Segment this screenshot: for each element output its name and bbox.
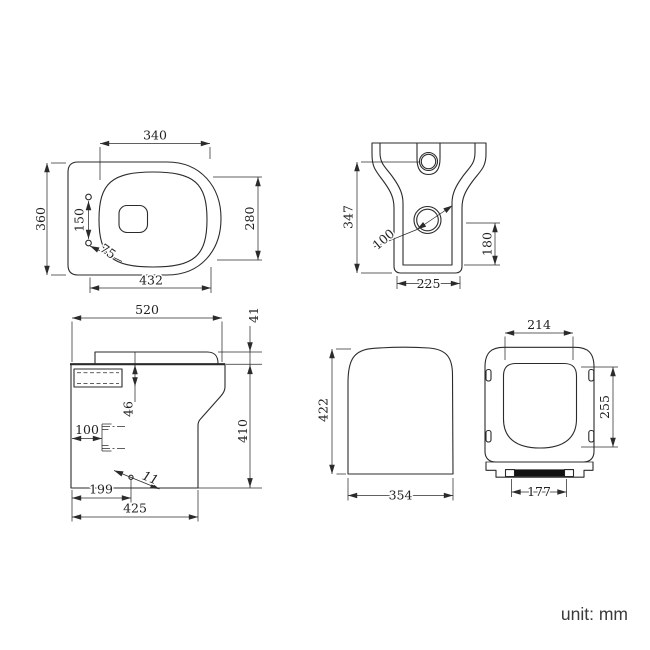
cistern-side-dimension-lines (329, 348, 454, 501)
dim-label-214: 214 (527, 317, 551, 332)
pan-top-view-dimension-lines (44, 140, 262, 293)
seat-lid-inner-outline (502, 362, 578, 449)
seat-fixing-hole-bottom (85, 239, 92, 247)
pan-top-outer-outline (67, 161, 222, 276)
dim-label-225: 225 (417, 276, 441, 291)
unit-note-label: unit: mm (560, 604, 628, 624)
dim-label-199: 199 (89, 482, 113, 497)
pan-top-trap-opening (118, 204, 149, 234)
seat-bumper-right-top (588, 368, 595, 382)
dim-label-425: 425 (123, 501, 147, 516)
hidden-water-inlet (101, 423, 126, 452)
pan-side-view: 520 41 46 100 11 410 199 425 (70, 301, 263, 522)
seat-front-view: 214 255 177 (484, 316, 618, 501)
dim-label-432: 432 (139, 273, 163, 288)
seat-lid-outer-outline (484, 346, 595, 463)
pan-rear-inner-contour (379, 142, 476, 266)
waste-outlet-outer (413, 205, 442, 235)
dim-label-422: 422 (316, 398, 331, 422)
dim-label-255: 255 (597, 395, 612, 419)
seat-profile (94, 351, 219, 365)
hinge-base-outline (485, 461, 594, 478)
hinge-bar (514, 469, 565, 477)
pan-rear-view-outline (371, 142, 487, 274)
pan-rear-view: 347 100 180 225 (339, 142, 500, 293)
dim-label-177: 177 (527, 484, 551, 499)
pan-side-body-outline (70, 363, 226, 489)
dim-label-354: 354 (389, 488, 413, 503)
cistern-side-outline (347, 346, 454, 475)
hidden-fixing-slot (73, 368, 123, 388)
dim-label-347: 347 (341, 205, 356, 229)
pan-rear-outer-outline (371, 142, 487, 274)
dim-label-46: 46 (121, 401, 136, 417)
dim-label-340: 340 (143, 128, 167, 143)
water-inlet-hole-inner (420, 153, 437, 170)
seat-front-dimension-lines (504, 330, 618, 497)
hinge-slot-right (563, 469, 575, 478)
unit-note: unit: mm (561, 604, 628, 625)
dim-label-41: 41 (246, 307, 261, 323)
pan-top-view-outline (67, 161, 222, 276)
seat-bumper-left-top (485, 368, 492, 382)
dim-label-100-inlet: 100 (75, 422, 99, 437)
water-inlet-hole-outer (418, 151, 439, 172)
pan-side-view-outline (70, 351, 226, 489)
seat-bumper-left-bottom (485, 429, 492, 443)
seat-bumper-right-bottom (588, 429, 595, 443)
inlet-notch (416, 142, 441, 176)
pan-top-view: 340 360 150 75 280 432 (32, 126, 262, 293)
hinge-slot-left (504, 469, 516, 478)
dim-label-150: 150 (72, 208, 87, 232)
dim-label-360: 360 (33, 207, 48, 231)
dim-label-520: 520 (135, 302, 159, 317)
seat-fixing-hole-top (85, 193, 92, 201)
dim-label-280: 280 (242, 207, 257, 231)
dim-label-100-outlet: 100 (369, 226, 397, 253)
dim-label-410: 410 (235, 419, 250, 443)
pan-rear-view-dimension-lines (354, 161, 500, 289)
dim-label-180: 180 (480, 232, 495, 256)
pan-side-view-dimension-lines (71, 315, 262, 522)
dim-label-11: 11 (140, 468, 160, 488)
pan-top-bowl-outline (98, 171, 208, 268)
seat-front-outline (484, 346, 595, 478)
cistern-side-view: 422 354 (314, 346, 454, 504)
